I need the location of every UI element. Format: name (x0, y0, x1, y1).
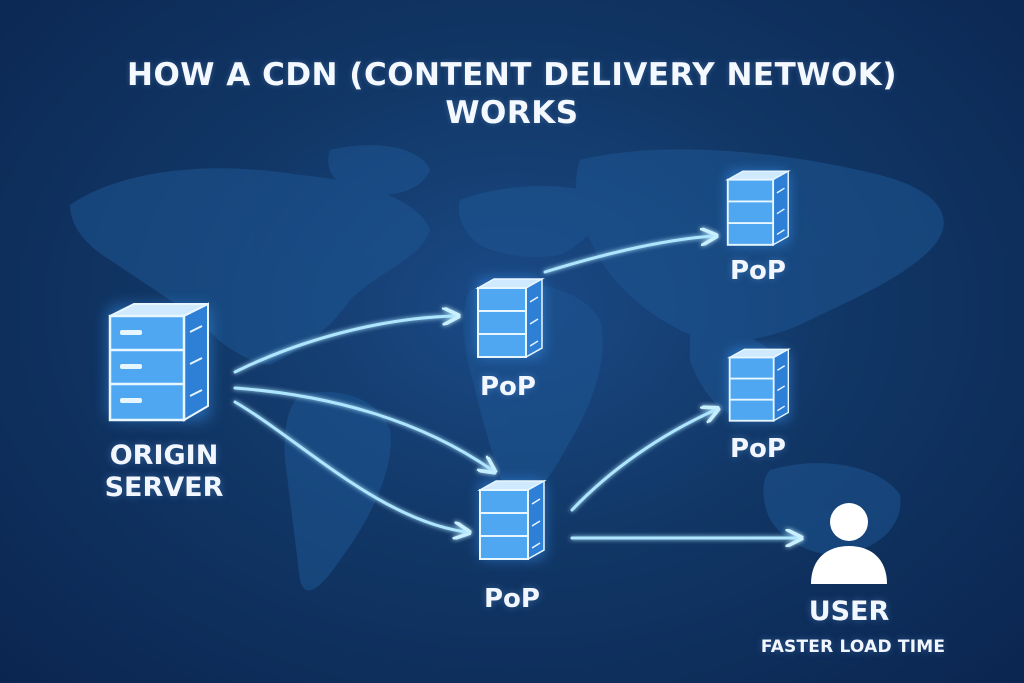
arrow-origin-to-pop-center-top (233, 316, 455, 374)
continent-south-america (284, 391, 391, 591)
origin-server-node (104, 302, 214, 424)
arrow-pop-center-bottom-to-pop-right-middle (570, 410, 715, 512)
continent-greenland (328, 145, 430, 195)
continent-north-america (70, 168, 430, 365)
pop-center-bottom-label: PoP (484, 584, 540, 614)
user-icon (811, 503, 887, 584)
pop-center-top-server-icon (475, 277, 545, 359)
pop-right-middle-node (726, 346, 792, 424)
pop-center-bottom-server-icon (477, 479, 547, 561)
page-title: HOW A CDN (CONTENT DELIVERY NETWOK) WORK… (0, 56, 1024, 132)
pop-right-middle-label: PoP (730, 434, 786, 464)
pop-right-top-server-icon (725, 169, 791, 247)
title-line-2: WORKS (445, 95, 579, 131)
origin-label-line-2: SERVER (104, 472, 224, 503)
arrow-origin-to-pop-center-bottom (233, 386, 492, 470)
origin-label-line-1: ORIGIN (109, 440, 219, 471)
title-line-1: HOW A CDN (CONTENT DELIVERY NETWOK) (127, 57, 897, 93)
pop-right-middle-server-icon (727, 348, 791, 422)
user-node (806, 500, 892, 590)
arrow-pop-center-top-to-pop-right-top (543, 236, 713, 274)
pop-center-top-node (474, 276, 546, 360)
pop-right-top-node (724, 168, 792, 248)
pop-right-top-label: PoP (730, 256, 786, 286)
origin-server-label: ORIGIN SERVER (64, 440, 264, 504)
arrow-origin-to-pop-center-bottom-lower (233, 400, 466, 532)
origin-server-icon (108, 302, 209, 422)
pop-center-top-label: PoP (480, 372, 536, 402)
continent-europe (458, 185, 603, 257)
pop-center-bottom-node (476, 478, 548, 562)
user-sublabel: FASTER LOAD TIME (760, 637, 946, 657)
user-label: USER (808, 596, 890, 627)
